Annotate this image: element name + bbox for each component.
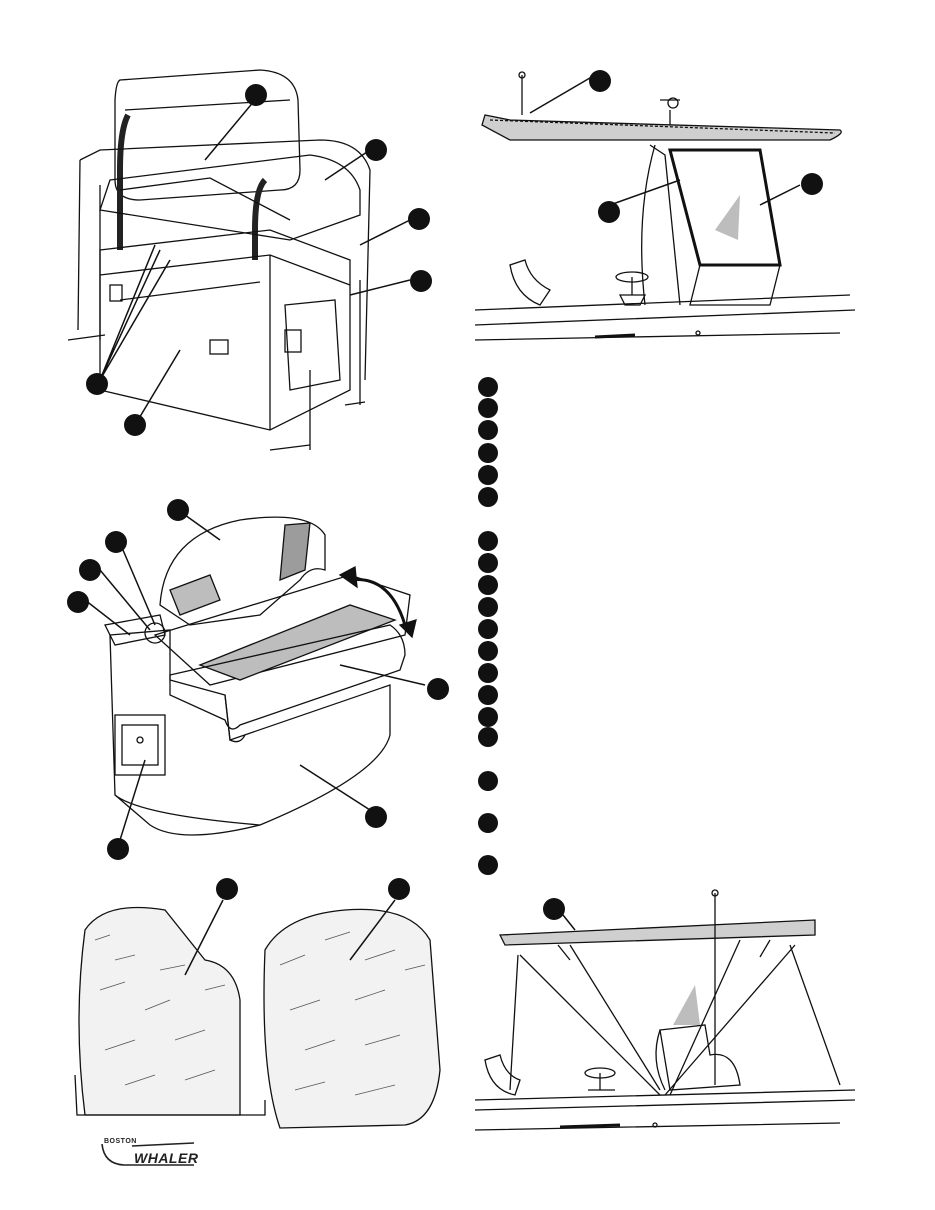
legend-marker xyxy=(478,443,498,463)
logo-line-1: BOSTON xyxy=(104,1138,137,1145)
callout-marker xyxy=(365,139,387,161)
callout-marker xyxy=(105,531,127,553)
t-top-drawing xyxy=(474,71,856,341)
bimini-top-figure xyxy=(470,885,860,1140)
callout-marker xyxy=(79,559,101,581)
callout-marker xyxy=(86,373,108,395)
legend-marker xyxy=(478,420,498,440)
callout-marker xyxy=(598,201,620,223)
legend-marker xyxy=(478,707,498,727)
logo-line-2: WHALER xyxy=(134,1150,199,1166)
legend-marker xyxy=(478,619,498,639)
callout-marker xyxy=(67,591,89,613)
boston-whaler-logo: BOSTON WHALER xyxy=(98,1138,198,1168)
legend-marker xyxy=(478,487,498,507)
callout-marker xyxy=(388,878,410,900)
callout-marker xyxy=(216,878,238,900)
legend-marker xyxy=(478,685,498,705)
covers-drawing xyxy=(74,899,441,1129)
callout-marker xyxy=(245,84,267,106)
legend-marker xyxy=(478,575,498,595)
legend-marker xyxy=(478,465,498,485)
legend-marker xyxy=(478,663,498,683)
legend-marker xyxy=(478,855,498,875)
legend-marker xyxy=(478,641,498,661)
leaning-post-cooler-figure xyxy=(60,60,411,460)
t-top-figure xyxy=(470,65,860,350)
callout-marker xyxy=(408,208,430,230)
legend-marker xyxy=(478,398,498,418)
console-seat-drawing xyxy=(84,514,426,841)
legend-marker xyxy=(478,531,498,551)
callout-marker xyxy=(365,806,387,828)
logo-swoosh-icon xyxy=(101,1142,195,1166)
callout-marker xyxy=(167,499,189,521)
legend-marker xyxy=(478,813,498,833)
callout-marker xyxy=(427,678,449,700)
leaning-post-drawing xyxy=(67,69,411,451)
callout-marker xyxy=(124,414,146,436)
console-seat-figure xyxy=(60,495,450,865)
legend-marker xyxy=(478,771,498,791)
callout-marker xyxy=(589,70,611,92)
callout-marker xyxy=(543,898,565,920)
legend-marker xyxy=(478,553,498,573)
legend-marker xyxy=(478,727,498,747)
bimini-top-drawing xyxy=(474,889,856,1131)
callout-marker xyxy=(410,270,432,292)
legend-marker xyxy=(478,377,498,397)
covers-figure xyxy=(65,870,455,1140)
callout-marker xyxy=(107,838,129,860)
callout-marker xyxy=(801,173,823,195)
legend-marker xyxy=(478,597,498,617)
